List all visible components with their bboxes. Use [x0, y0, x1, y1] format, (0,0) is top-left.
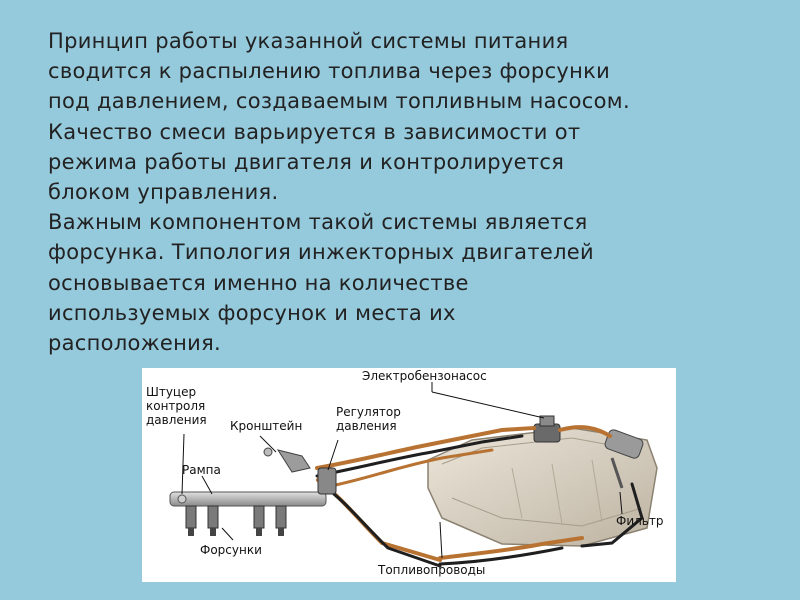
- text-line: под давлением, создаваемым топливным нас…: [48, 89, 630, 114]
- bracket-label: Кронштейн: [230, 419, 302, 433]
- injectors: [185, 505, 287, 536]
- fuel-system-illustration: Штуцер контроля давления Кронштейн Регул…: [146, 369, 663, 577]
- fuel-tank: [427, 427, 658, 547]
- pressure-port-label: контроля: [146, 399, 205, 413]
- text-line: Качество смеси варьируется в зависимости…: [48, 119, 581, 144]
- pressure-regulator: [317, 467, 337, 495]
- rail-label: Рампа: [182, 463, 221, 477]
- pressure-port-label: давления: [146, 413, 207, 427]
- text-line: Принцип работы указанной системы питания: [48, 29, 569, 53]
- fuel-system-diagram: Штуцер контроля давления Кронштейн Регул…: [142, 368, 676, 582]
- text-line: используемых форсунок и места их: [48, 300, 456, 325]
- slide-body-text: Принцип работы указанной системы питания…: [48, 26, 748, 358]
- text-line: режима работы двигателя и контролируется: [48, 149, 565, 174]
- injector: [207, 505, 219, 536]
- text-line: блоком управления.: [48, 180, 279, 205]
- fuel-pump: [533, 415, 561, 443]
- injector: [275, 505, 287, 536]
- regulator-label: давления: [336, 419, 397, 433]
- text-line: расположения.: [48, 331, 222, 356]
- bracket: [263, 447, 311, 473]
- text-line: Важным компонентом такой системы являетс…: [48, 210, 588, 235]
- text-line: форсунка. Типология инжекторных двигател…: [48, 240, 594, 265]
- regulator-label: Регулятор: [336, 405, 401, 419]
- injector: [253, 505, 265, 536]
- fuel-rail: [169, 491, 327, 507]
- pressure-port-label: Штуцер: [146, 385, 196, 399]
- fuel-lines: [315, 425, 644, 568]
- fuel-lines-label: Топливопроводы: [377, 563, 485, 577]
- text-line: сводится к распылению топлива через форс…: [48, 59, 611, 84]
- injector: [185, 505, 197, 536]
- fuel-pump-label: Электробензонасос: [362, 369, 487, 383]
- fuel-filter: [604, 429, 644, 489]
- text-line: основывается именно на количестве: [48, 270, 469, 295]
- injectors-label: Форсунки: [200, 543, 262, 557]
- leader-lines: [181, 382, 623, 559]
- filter-label: Фильтр: [616, 514, 663, 528]
